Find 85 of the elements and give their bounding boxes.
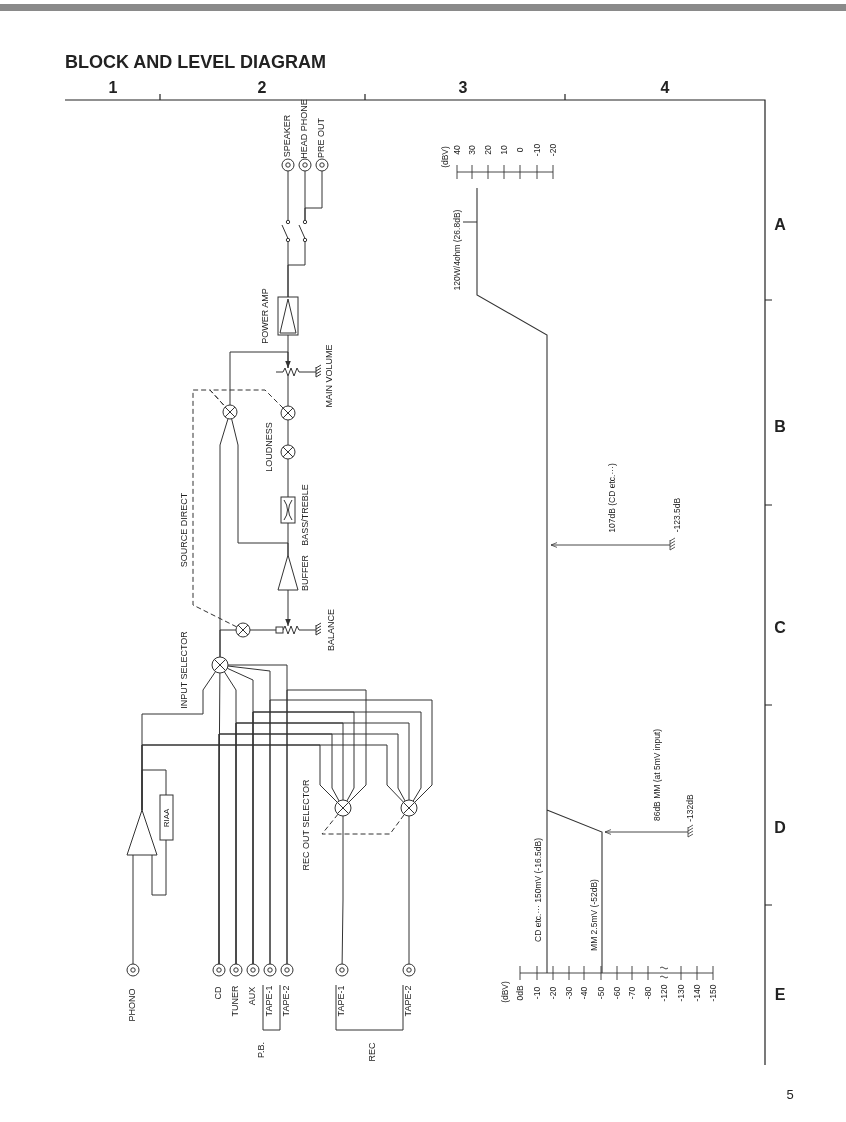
signal-wire bbox=[341, 815, 344, 965]
component-label: POWER AMP bbox=[261, 288, 271, 344]
signal-wire bbox=[287, 419, 289, 446]
signal-wire bbox=[304, 170, 323, 221]
signal-wire bbox=[249, 629, 277, 631]
page-number: 5 bbox=[786, 1088, 794, 1102]
row-letter: B bbox=[774, 418, 786, 436]
signal-wire bbox=[287, 241, 306, 298]
axis-tick-label: -20 bbox=[548, 986, 558, 1000]
column-number: 1 bbox=[108, 79, 118, 97]
component-label: BALANCE bbox=[327, 609, 337, 651]
level-annotation: MM 2.5mV (-52dB) bbox=[589, 879, 599, 951]
signal-wire bbox=[269, 699, 433, 965]
jack-label: SPEAKER bbox=[283, 114, 293, 158]
component-label: SOURCE DIRECT bbox=[180, 492, 190, 568]
axis-tick-label: 40 bbox=[452, 145, 462, 155]
dashed-linkage bbox=[192, 389, 238, 628]
axis-tick-label: 30 bbox=[467, 145, 477, 155]
jack-label: TAPE-2 bbox=[282, 985, 292, 1017]
level-annotation: -123.5dB bbox=[672, 497, 682, 533]
axis-tick-label: 20 bbox=[483, 145, 493, 155]
axis-tick-label: -70 bbox=[627, 986, 637, 1000]
axis-tick-label: -50 bbox=[596, 986, 606, 1000]
signal-wire bbox=[286, 689, 367, 965]
component-label: INPUT SELECTOR bbox=[180, 631, 190, 709]
jack-label: CD bbox=[214, 986, 224, 1000]
signal-wire bbox=[151, 839, 167, 896]
signal-wire bbox=[229, 351, 289, 406]
signal-wire bbox=[132, 854, 134, 965]
axis-tick-label: -10 bbox=[532, 143, 542, 157]
component-label: BASS/TREBLE bbox=[301, 484, 311, 546]
dashed-linkage bbox=[209, 389, 284, 409]
axis-tick-label: -130 bbox=[676, 984, 686, 1002]
axis-tick-label: -20 bbox=[548, 143, 558, 157]
axis-unit-label: (dBV) bbox=[500, 981, 510, 1003]
axis-tick-label: -150 bbox=[708, 984, 718, 1002]
signal-wire bbox=[219, 418, 229, 658]
jack-label: PRE OUT bbox=[317, 118, 327, 158]
level-annotation: 107dB (CD etc.···) bbox=[607, 463, 617, 533]
group-label: P.B. bbox=[257, 1042, 267, 1058]
jack-label: TAPE-2 bbox=[404, 985, 414, 1017]
signal-wire bbox=[287, 458, 289, 498]
diagram-title: BLOCK AND LEVEL DIAGRAM bbox=[65, 52, 326, 73]
component-label: RIAA bbox=[162, 808, 171, 827]
arrow bbox=[285, 589, 291, 627]
jack-label: TAPE-1 bbox=[265, 985, 275, 1017]
component-label: LOUDNESS bbox=[265, 422, 275, 472]
column-number: 4 bbox=[660, 79, 670, 97]
row-letter: A bbox=[774, 216, 786, 234]
axis-unit-label: (dBV) bbox=[440, 146, 450, 168]
axis-tick-label: 0 bbox=[515, 147, 525, 153]
jack-label: TAPE-1 bbox=[337, 985, 347, 1017]
axis-tick-label: -60 bbox=[612, 986, 622, 1000]
signal-wire bbox=[252, 711, 422, 965]
signal-wire bbox=[287, 170, 289, 221]
row-letter: C bbox=[774, 619, 786, 637]
level-annotation: -132dB bbox=[685, 794, 695, 822]
column-number: 2 bbox=[257, 79, 267, 97]
signal-wire bbox=[231, 418, 289, 556]
row-letter: E bbox=[774, 986, 786, 1004]
axis-tick-label: 0dB bbox=[515, 985, 525, 1001]
jack-label: PHONO bbox=[128, 988, 138, 1022]
axis-tick-label: -10 bbox=[532, 986, 542, 1000]
group-label: REC bbox=[368, 1042, 378, 1062]
level-annotation: 86dB MM (at 5mV input) bbox=[652, 728, 662, 822]
axis-tick-label: -80 bbox=[643, 986, 653, 1000]
signal-wire bbox=[408, 815, 410, 965]
jack-label: AUX bbox=[248, 986, 258, 1006]
component-label: MAIN VOLUME bbox=[325, 344, 335, 408]
dashed-linkage bbox=[321, 813, 405, 835]
column-number: 3 bbox=[458, 79, 468, 97]
level-annotation: 120W/4ohm (26.8dB) bbox=[452, 209, 462, 291]
signal-wire bbox=[287, 375, 289, 407]
component-label: REC OUT SELECTOR bbox=[302, 779, 312, 871]
axis-tick-label: -120 bbox=[659, 984, 669, 1002]
jack-label: HEAD PHONE bbox=[300, 99, 310, 159]
component-label: BUFFER bbox=[301, 555, 311, 591]
jack-label: TUNER bbox=[231, 985, 241, 1017]
axis-tick-label: -140 bbox=[692, 984, 702, 1002]
axis-tick-label: -30 bbox=[564, 986, 574, 1000]
axis-tick-label: -40 bbox=[579, 986, 589, 1000]
level-annotation: CD etc.··· 150mV (-16.5dB) bbox=[533, 838, 543, 942]
signal-wire bbox=[141, 744, 404, 811]
row-letter: D bbox=[774, 819, 786, 837]
axis-tick-label: 10 bbox=[499, 145, 509, 155]
